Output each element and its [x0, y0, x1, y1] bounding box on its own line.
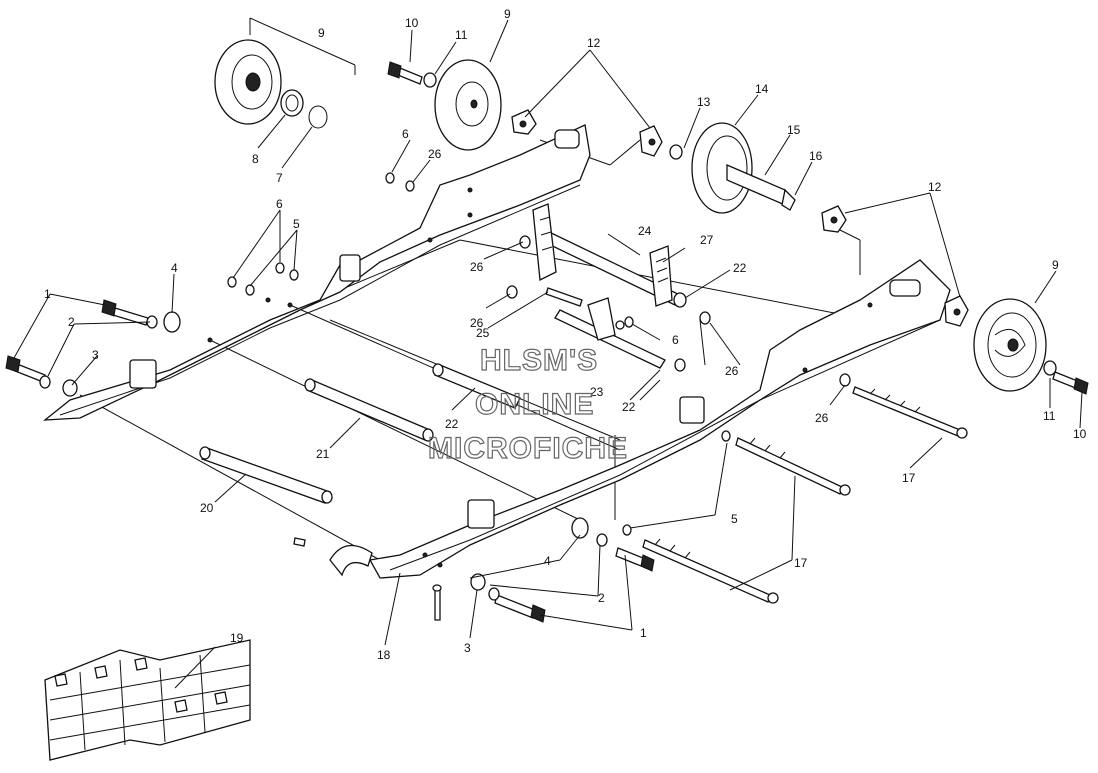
idler-wheel-9-right: [973, 298, 1047, 392]
callout-16: 16: [809, 149, 823, 163]
callout-20: 20: [200, 501, 214, 515]
callout-15: 15: [787, 123, 801, 137]
callout-27: 27: [700, 233, 714, 247]
watermark-line-1: HLSM'S: [480, 344, 598, 377]
bolt-1-lower: [5, 355, 46, 383]
callout-9-top-left: 9: [318, 26, 325, 40]
drive-bar-hook: [293, 537, 373, 577]
bolt-10-top: [387, 61, 423, 85]
callout-21: 21: [316, 447, 330, 461]
watermark-line-3: MICROFICHE: [428, 432, 628, 465]
idler-wheel-9-top: [434, 59, 502, 151]
bolt-17-middle: [735, 437, 851, 496]
callout-9-right: 9: [1052, 258, 1059, 272]
block-12-a: [511, 109, 537, 135]
bolt-10-right: [1052, 371, 1089, 395]
callout-5-right: 5: [731, 512, 738, 526]
callout-3-right: 3: [464, 641, 471, 655]
callout-25: 25: [476, 326, 490, 340]
bracket-24: [532, 203, 557, 282]
block-12-c: [821, 205, 847, 233]
bolt-17-upper: [852, 386, 968, 439]
bearing-8: [280, 89, 304, 117]
callout-17-lower: 17: [794, 556, 808, 570]
callout-12-top: 12: [587, 36, 601, 50]
callout-3-left: 3: [92, 348, 99, 362]
leader-lines: [13, 17, 1083, 689]
callout-10-top: 10: [405, 16, 419, 30]
callout-14: 14: [755, 82, 769, 96]
bolt-1-upper: [101, 299, 149, 326]
bolt-1-right: [494, 594, 546, 623]
callout-6-left: 6: [276, 197, 283, 211]
right-rail: [368, 259, 951, 579]
callout-22-right: 22: [733, 261, 747, 275]
callout-7: 7: [276, 171, 283, 185]
watermark-line-2: ONLINE: [475, 388, 594, 421]
callout-23: 23: [590, 385, 604, 399]
callout-26-top: 26: [428, 147, 442, 161]
callout-6-center: 6: [672, 333, 679, 347]
callout-8: 8: [252, 152, 259, 166]
callout-26-far-right: 26: [815, 411, 829, 425]
left-rail: [43, 124, 591, 421]
callout-2-left: 2: [68, 315, 75, 329]
callout-26-right: 26: [725, 364, 739, 378]
snap-ring-7: [308, 105, 328, 129]
idler-wheel-9-top-left: [214, 39, 282, 125]
callout-9-top: 9: [504, 7, 511, 21]
callout-4-right: 4: [544, 554, 551, 568]
callout-17-upper: 17: [902, 471, 916, 485]
callout-22-left: 22: [445, 417, 459, 431]
callout-1-left: 1: [44, 287, 51, 301]
bracket-27: [649, 245, 673, 307]
callout-5-left: 5: [293, 217, 300, 231]
callout-11-top: 11: [455, 28, 468, 42]
callout-22-center: 22: [622, 400, 636, 414]
block-12-b: [639, 125, 663, 157]
callout-11-right: 11: [1043, 409, 1056, 423]
callout-labels: 9 8 7 10 11 9 12 13 14 15 16 12 9 11 10 …: [44, 7, 1087, 662]
block-12-d: [944, 295, 969, 327]
callout-19: 19: [230, 631, 244, 645]
callout-18: 18: [377, 648, 391, 662]
bolt-17-lower: [642, 538, 779, 604]
callout-10-right: 10: [1073, 427, 1087, 441]
callout-26-upper-center: 26: [470, 260, 484, 274]
callout-12-right: 12: [928, 180, 942, 194]
washers: [39, 72, 1057, 601]
rod-25: [545, 287, 583, 307]
cross-shaft-21: [304, 378, 434, 442]
shaft-23: [554, 309, 666, 369]
watermark: HLSM'S ONLINE MICROFICHE: [427, 343, 628, 465]
pivot-arm-25: [587, 297, 625, 341]
callout-2-right: 2: [598, 591, 605, 605]
callout-6-top: 6: [402, 127, 409, 141]
callout-24: 24: [638, 224, 652, 238]
callout-26-center: 26: [470, 316, 484, 330]
callout-1-right: 1: [640, 626, 647, 640]
cross-shaft-22-center: [432, 363, 521, 409]
callout-4-left: 4: [171, 261, 178, 275]
cross-shaft-20: [199, 446, 333, 504]
idler-wheel-14: [691, 122, 796, 214]
track-section-19: [44, 639, 251, 761]
bolt-1-right-vertical: [615, 547, 655, 572]
callout-13: 13: [697, 95, 711, 109]
bolt-18: [432, 584, 442, 621]
